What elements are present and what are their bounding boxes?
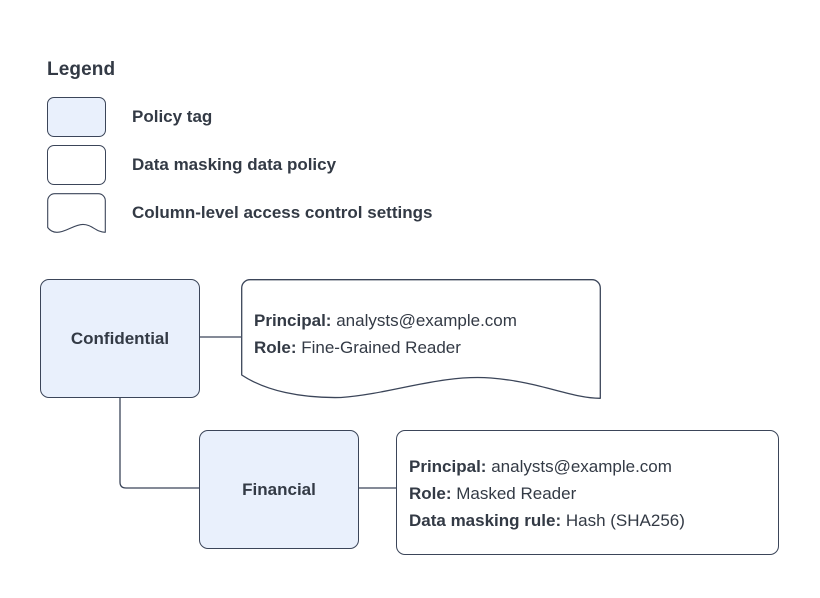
legend-item-label: Data masking data policy	[132, 155, 337, 174]
callout-line: Role: Fine-Grained Reader	[254, 334, 461, 361]
callout-line-key: Role:	[409, 484, 452, 503]
legend-item-label: Policy tag	[132, 107, 213, 126]
callout-financial-policy[interactable]: Principal: analysts@example.com Role: Ma…	[396, 430, 779, 555]
column-access-settings-swatch-icon	[47, 193, 106, 233]
callout-document-shape-icon	[241, 279, 601, 399]
callout-line-key: Principal:	[409, 457, 487, 476]
legend-title: Legend	[47, 59, 116, 80]
node-label: Confidential	[70, 328, 170, 348]
node-label: Financial	[242, 479, 316, 499]
callout-confidential-settings[interactable]: Principal: analysts@example.com Role: Fi…	[241, 279, 601, 399]
callout-line-key: Principal:	[254, 311, 332, 330]
legend-item-label: Column-level access control settings	[132, 203, 433, 222]
callout-line-key: Role:	[254, 338, 297, 357]
callout-line: Role: Masked Reader	[409, 480, 576, 507]
data-masking-policy-swatch-icon	[47, 145, 106, 185]
callout-line-value: Hash (SHA256)	[565, 511, 685, 530]
policy-tag-swatch-icon	[47, 97, 106, 137]
callout-line-value: analysts@example.com	[491, 457, 672, 476]
node-financial[interactable]: Financial	[199, 430, 359, 549]
callout-line: Principal: analysts@example.com	[409, 453, 672, 480]
callout-line: Data masking rule: Hash (SHA256)	[409, 507, 685, 534]
edge-confidential-to-financial	[119, 398, 199, 489]
callout-line-value: Masked Reader	[456, 484, 577, 503]
callout-line-key: Data masking rule:	[409, 511, 562, 530]
node-confidential[interactable]: Confidential	[40, 279, 200, 398]
callout-rect-shape-icon	[396, 430, 779, 555]
callout-line-value: analysts@example.com	[336, 311, 517, 330]
callout-line: Principal: analysts@example.com	[254, 307, 517, 334]
callout-line-value: Fine-Grained Reader	[301, 338, 461, 357]
